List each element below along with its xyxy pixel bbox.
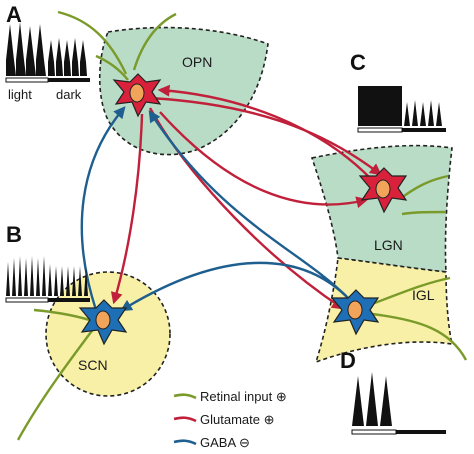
panel-c-letter: C <box>350 50 366 75</box>
panel-a-trace <box>6 22 87 76</box>
scn-label: SCN <box>78 357 108 373</box>
igl-label: IGL <box>412 287 435 303</box>
legend: Retinal input ⊕ Glutamate ⊕ GABA ⊖ <box>173 389 287 450</box>
panel-c-light-bar <box>357 127 403 133</box>
lgn-neuron <box>358 167 408 214</box>
panel-a-letter: A <box>6 2 22 27</box>
gaba-scn-to-opn <box>80 106 126 311</box>
opn-label: OPN <box>182 54 212 70</box>
gaba-igl-to-opn <box>148 109 347 297</box>
panel-b-letter: B <box>6 222 22 247</box>
panel-c-trace <box>358 86 442 126</box>
glutamate-opn-to-lgn-lower <box>159 111 369 209</box>
panel-a-dark-label: dark <box>56 87 82 102</box>
scn-neuron <box>78 299 128 346</box>
opn-neuron <box>112 73 162 118</box>
panel-d-dark-bar <box>396 430 446 434</box>
igl-region <box>314 257 454 364</box>
panel-c-dark-bar <box>402 128 446 132</box>
panel-b-trace <box>6 256 88 296</box>
legend-retinal-text: Retinal input ⊕ <box>200 389 287 404</box>
glutamate-opn-to-scn <box>110 113 144 305</box>
legend-retinal-swatch <box>173 393 197 400</box>
panel-b-dark-bar <box>48 298 90 302</box>
panel-a-light-bar <box>5 77 49 83</box>
panel-b-light-bar <box>5 297 49 303</box>
panel-a-light-label: light <box>8 87 32 102</box>
panel-d-letter: D <box>340 348 356 373</box>
panel-a-dark-bar <box>48 78 90 82</box>
legend-gaba-text: GABA ⊖ <box>200 435 250 450</box>
panel-d-light-bar <box>351 429 397 435</box>
lgn-label: LGN <box>374 237 403 253</box>
igl-neuron <box>330 289 380 336</box>
legend-glutamate-swatch <box>173 416 197 423</box>
glutamate-lgn-to-opn <box>157 84 373 181</box>
glutamate-opn-to-lgn <box>149 96 382 176</box>
legend-gaba-swatch <box>173 439 197 446</box>
legend-glutamate-text: Glutamate ⊕ <box>200 412 274 427</box>
panel-d-trace <box>352 372 392 426</box>
